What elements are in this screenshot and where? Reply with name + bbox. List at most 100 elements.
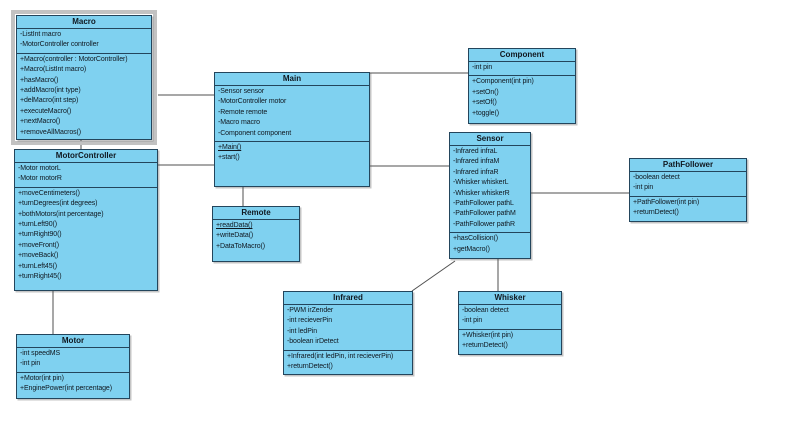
field: -PathFollower pathR [453,220,515,228]
method: +moveCentimeters() [18,189,80,197]
methods-compartment: +hasCollision() +getMacro() [450,233,530,258]
class-macro[interactable]: Macro -ListInt macro -MotorController cont… [16,15,152,140]
method: +bothMotors(int percentage) [18,210,104,218]
method: +toggle() [472,109,499,117]
field: -Infrared infraM [453,158,500,166]
method: +start() [218,154,240,162]
method: +moveBack() [18,252,59,260]
method: +returnDetect() [287,363,333,371]
field: -int pin [462,317,483,325]
method: +DataToMacro() [216,242,265,250]
method: +removeAllMacros() [20,128,82,136]
method: +Infrared(int ledPin, int recieverPin) [287,352,394,360]
class-pathfollower[interactable]: PathFollower -boolean detect -int pin +Path… [629,158,747,222]
class-infrared[interactable]: Infrared -PWM irZender -int recieverPin -in… [283,291,413,375]
method: +Motor(int pin) [20,374,64,382]
fields-compartment: -Infrared infraL -Infrared infraM -Infrare… [450,146,530,234]
method: +readData() [216,222,253,229]
selection-frame[interactable] [11,10,157,145]
fields-compartment: -boolean detect -int pin [630,172,746,197]
class-motorcontroller[interactable]: MotorController-Motor motorL-Motor motor… [14,149,158,291]
method: +moveFront() [18,241,60,249]
field: -Whisker whiskerL [453,179,509,187]
method: +PathFollower(int pin) [633,198,700,206]
field: -int speedMS [20,350,61,357]
field: -Sensor sensor [218,88,265,95]
field: -PWM irZender [287,307,334,314]
class-component[interactable]: Component -int pin +Component(int pin) +set… [468,48,576,124]
class-sensor[interactable]: Sensor-Infrared infraL-Infrared infraM-I… [449,132,531,259]
field: -ListInt macro [20,31,62,38]
field: -Infrared infraL [453,148,498,155]
fields-compartment: -int pin [469,62,575,77]
field: -Whisker whiskerR [453,189,510,197]
class-main[interactable]: Main-Sensor sensor-MotorController motor… [214,72,370,187]
method: +writeData() [216,232,254,240]
method: +addMacro(int type) [20,87,81,95]
field: -int pin [20,360,41,368]
method: +Macro(ListInt macro) [20,66,87,74]
field: -Component component [218,129,292,137]
methods-compartment: +Macro(controller : MotorController) +Mac… [17,54,151,139]
class-title: Whisker [459,292,561,305]
class-remote[interactable]: Remote +readData() +writeData() +DataToMacr… [212,206,300,262]
field: -int pin [472,64,493,71]
class-title: Main [215,73,369,86]
fields-compartment: -PWM irZender -int recieverPin -int ledPin… [284,305,412,351]
field: -Infrared infraR [453,168,499,176]
method: +executeMacro() [20,107,72,115]
class-whisker[interactable]: Whisker -boolean detect -int pin +Whisker(i… [458,291,562,355]
methods-compartment: +Motor(int pin)+EnginePower(int percenta… [17,373,129,398]
class-title: Remote [213,207,299,220]
method: +Whisker(int pin) [462,331,514,339]
method: +nextMacro() [20,118,61,126]
fields-compartment: -boolean detect -int pin [459,305,561,330]
method: +hasMacro() [20,76,59,84]
class-title: Infrared [284,292,412,305]
method: +turnRight45() [18,273,62,281]
fields-compartment: -ListInt macro -MotorController controlle… [17,29,151,54]
method: +setOn() [472,88,499,96]
class-title: Component [469,49,575,62]
field: -boolean detect [462,307,509,314]
class-title: PathFollower [630,159,746,172]
connector-sensor-infrared[interactable] [411,260,456,292]
methods-compartment: +Component(int pin) +setOn() +setOf() +togg… [469,76,575,123]
method: +Macro(controller : MotorController) [20,55,128,63]
methods-compartment: +moveCentimeters() +turnDegrees(int degre… [15,188,157,290]
field: -Motor motorR [18,175,62,183]
field: -boolean detect [633,174,680,181]
method: +Main() [218,144,242,152]
field: -boolean irDetect [287,338,339,346]
field: -int ledPin [287,327,318,335]
method: +getMacro() [453,245,490,253]
methods-compartment: +Infrared(int ledPin, int recieverPin) +r… [284,351,412,374]
field: -Motor motorL [18,165,61,172]
methods-compartment: +Whisker(int pin)+returnDetect() [459,330,561,354]
class-motor[interactable]: Motor -int speedMS -int pin +Motor(int pin)… [16,334,130,399]
method: +turnDegrees(int degrees) [18,200,98,208]
field: -Macro macro [218,119,260,127]
field: -MotorController controller [20,41,99,49]
fields-compartment: -Sensor sensor-MotorController motor-Rem… [215,86,369,143]
method: +hasCollision() [453,235,498,243]
field: -Remote remote [218,108,268,116]
method: +returnDetect() [633,209,679,217]
method: +turnRight90() [18,231,62,239]
fields-compartment: -int speedMS -int pin [17,348,129,373]
fields-compartment: -Motor motorL -Motor motorR [15,163,157,188]
method: +turnLeft90() [18,221,57,229]
methods-compartment: +Main() +start() [215,142,369,186]
field: -PathFollower pathM [453,210,516,218]
class-title: Motor [17,335,129,348]
method: +setOf() [472,99,497,107]
class-title: Macro [17,16,151,29]
method: +Component(int pin) [472,78,534,86]
field: -int recieverPin [287,317,333,325]
methods-compartment: +readData() +writeData() +DataToMacro() [213,220,299,261]
method: +delMacro(int step) [20,97,79,105]
field: -int pin [633,184,654,192]
class-title: Sensor [450,133,530,146]
